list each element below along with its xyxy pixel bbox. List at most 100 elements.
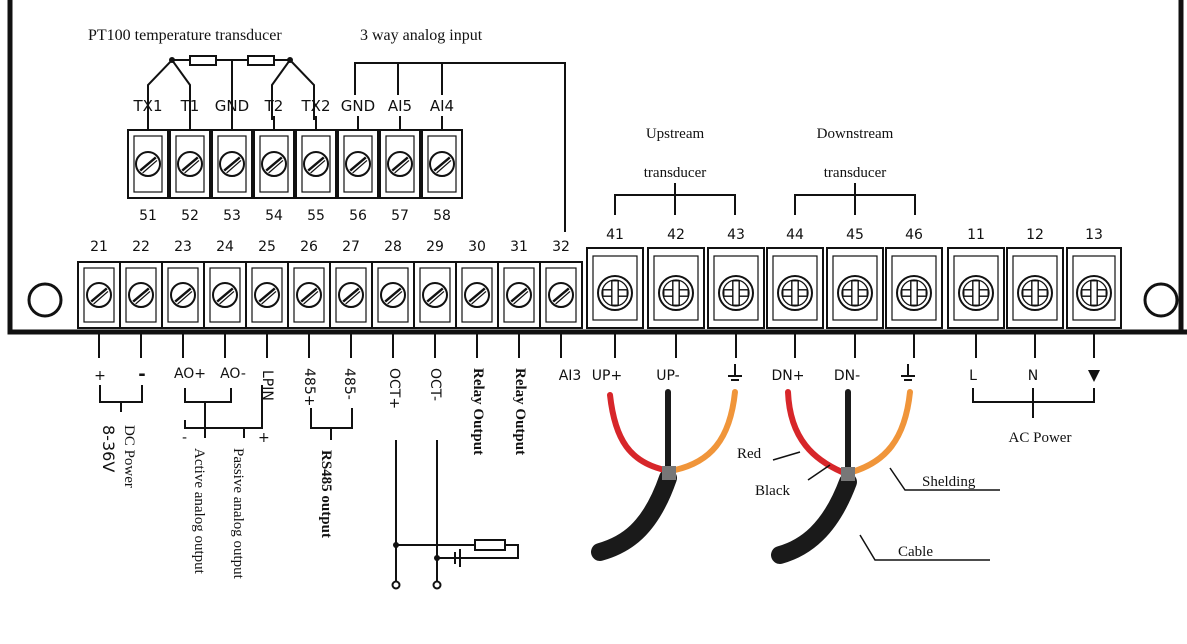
- power-terminal-11[interactable]: 11: [947, 227, 1005, 358]
- power-terminal-44[interactable]: 44: [766, 227, 824, 358]
- power-terminal-46-cross-v: [910, 280, 918, 306]
- power-terminal-45-cross-v: [851, 280, 859, 306]
- top-terminal-55-slot-shade: [310, 159, 326, 174]
- label-up-plus: UP+: [592, 368, 622, 384]
- top-terminal-51[interactable]: TX1 51: [127, 97, 169, 224]
- label-relay-1: Relay Output: [470, 368, 486, 455]
- top-terminal-number: 55: [307, 208, 325, 224]
- dc-range-label: 8-36V: [99, 425, 118, 472]
- main-terminal-number: 30: [468, 239, 486, 255]
- main-terminal-30[interactable]: 30: [455, 239, 499, 358]
- top-terminal-number: 51: [139, 208, 157, 224]
- upstream-header-2: transducer: [644, 165, 706, 181]
- label-ao-minus: AO-: [220, 366, 246, 382]
- top-terminal-number: 57: [391, 208, 409, 224]
- label-ai3: AI3: [559, 368, 582, 384]
- power-terminal-number: 11: [967, 227, 985, 243]
- top-terminal-54-slot-shade: [268, 159, 284, 174]
- mount-hole-right: [1143, 282, 1179, 318]
- shelding-label: Shelding: [922, 474, 976, 490]
- top-terminal-number: 56: [349, 208, 367, 224]
- main-terminal-22-slot-shade: [135, 290, 151, 305]
- main-terminal-23-slot-shade: [177, 290, 193, 305]
- top-terminal-57-slot: [391, 156, 409, 172]
- main-terminal-29[interactable]: 29: [413, 239, 457, 358]
- power-terminal-number: 42: [667, 227, 685, 243]
- power-terminal-43[interactable]: 43: [707, 227, 765, 358]
- top-terminal-57-slot-shade: [394, 159, 410, 174]
- power-terminal-46[interactable]: 46: [885, 227, 943, 358]
- oct-node-2: [434, 555, 440, 561]
- main-terminal-32-slot: [552, 287, 570, 303]
- top-terminal-53-slot: [223, 156, 241, 172]
- oct-circuit: [395, 440, 519, 582]
- top-terminal-55-slot: [307, 156, 325, 172]
- main-terminal-31-slot: [510, 287, 528, 303]
- upstream-header-1: Upstream: [646, 126, 705, 142]
- lpin-plus-label: +: [258, 430, 270, 446]
- main-terminal-32-slot-shade: [555, 290, 571, 305]
- top-terminal-56-slot-shade: [352, 159, 368, 174]
- top-terminal-57[interactable]: AI5 57: [379, 97, 421, 224]
- power-terminal-45[interactable]: 45: [826, 227, 884, 358]
- power-terminal-44-cross-v: [791, 280, 799, 306]
- power-terminal-42[interactable]: 42: [647, 227, 705, 358]
- top-terminal-52-slot: [181, 156, 199, 172]
- main-terminal-24-slot: [216, 287, 234, 303]
- main-terminal-28[interactable]: 28: [371, 239, 415, 358]
- main-terminal-26[interactable]: 26: [287, 239, 331, 358]
- power-terminal-12[interactable]: 12: [1006, 227, 1064, 358]
- label-ao-plus: AO+: [174, 366, 206, 382]
- top-terminal-label: TX1: [133, 97, 163, 115]
- main-terminal-27[interactable]: 27: [329, 239, 373, 358]
- pt100-node-1: [169, 57, 175, 63]
- main-terminal-21-slot-shade: [93, 290, 109, 305]
- main-terminal-number: 31: [510, 239, 528, 255]
- main-terminal-strip-large: 41 42 43 44 45 46 11 12 13: [586, 227, 1122, 358]
- power-terminal-12-cross-v: [1031, 280, 1039, 306]
- analog-input-header: 3 way analog input: [360, 27, 483, 44]
- main-terminal-25[interactable]: 25: [245, 239, 289, 358]
- main-terminal-21[interactable]: 21: [77, 239, 121, 358]
- main-terminal-31-slot-shade: [513, 290, 529, 305]
- main-terminal-23[interactable]: 23: [161, 239, 205, 358]
- downstream-header-2: transducer: [824, 165, 886, 181]
- main-terminal-22[interactable]: 22: [119, 239, 163, 358]
- top-terminal-label: TX2: [301, 97, 331, 115]
- oct-node-1: [393, 542, 399, 548]
- ground-icon-downstream: [901, 364, 915, 381]
- label-485-plus: 485+: [301, 368, 317, 406]
- main-terminal-32[interactable]: 32: [539, 239, 583, 358]
- main-terminal-24[interactable]: 24: [203, 239, 247, 358]
- label-oct-plus: OCT+: [386, 368, 402, 409]
- top-terminal-56-slot: [349, 156, 367, 172]
- main-terminal-31[interactable]: 31: [497, 239, 541, 358]
- rs485-bracket: [310, 408, 353, 440]
- top-terminal-58-slot: [433, 156, 451, 172]
- top-terminal-55[interactable]: TX2 55: [295, 97, 337, 224]
- power-terminal-13[interactable]: 13: [1066, 227, 1122, 358]
- main-terminal-29-slot: [426, 287, 444, 303]
- power-terminal-number: 13: [1085, 227, 1103, 243]
- downstream-cable: [771, 389, 913, 564]
- power-terminal-number: 46: [905, 227, 923, 243]
- power-terminal-number: 43: [727, 227, 745, 243]
- analog-output-brackets: [184, 385, 263, 438]
- main-terminal-22-slot: [132, 287, 150, 303]
- power-terminal-number: 44: [786, 227, 804, 243]
- power-terminal-number: 45: [846, 227, 864, 243]
- top-terminal-label: AI5: [388, 97, 412, 115]
- main-terminal-25-slot: [258, 287, 276, 303]
- label-n: N: [1028, 368, 1038, 384]
- top-terminal-number: 58: [433, 208, 451, 224]
- power-terminal-41[interactable]: 41: [586, 227, 644, 358]
- power-terminal-41-cross-v: [611, 280, 619, 306]
- oct-terminal-2: [432, 580, 442, 590]
